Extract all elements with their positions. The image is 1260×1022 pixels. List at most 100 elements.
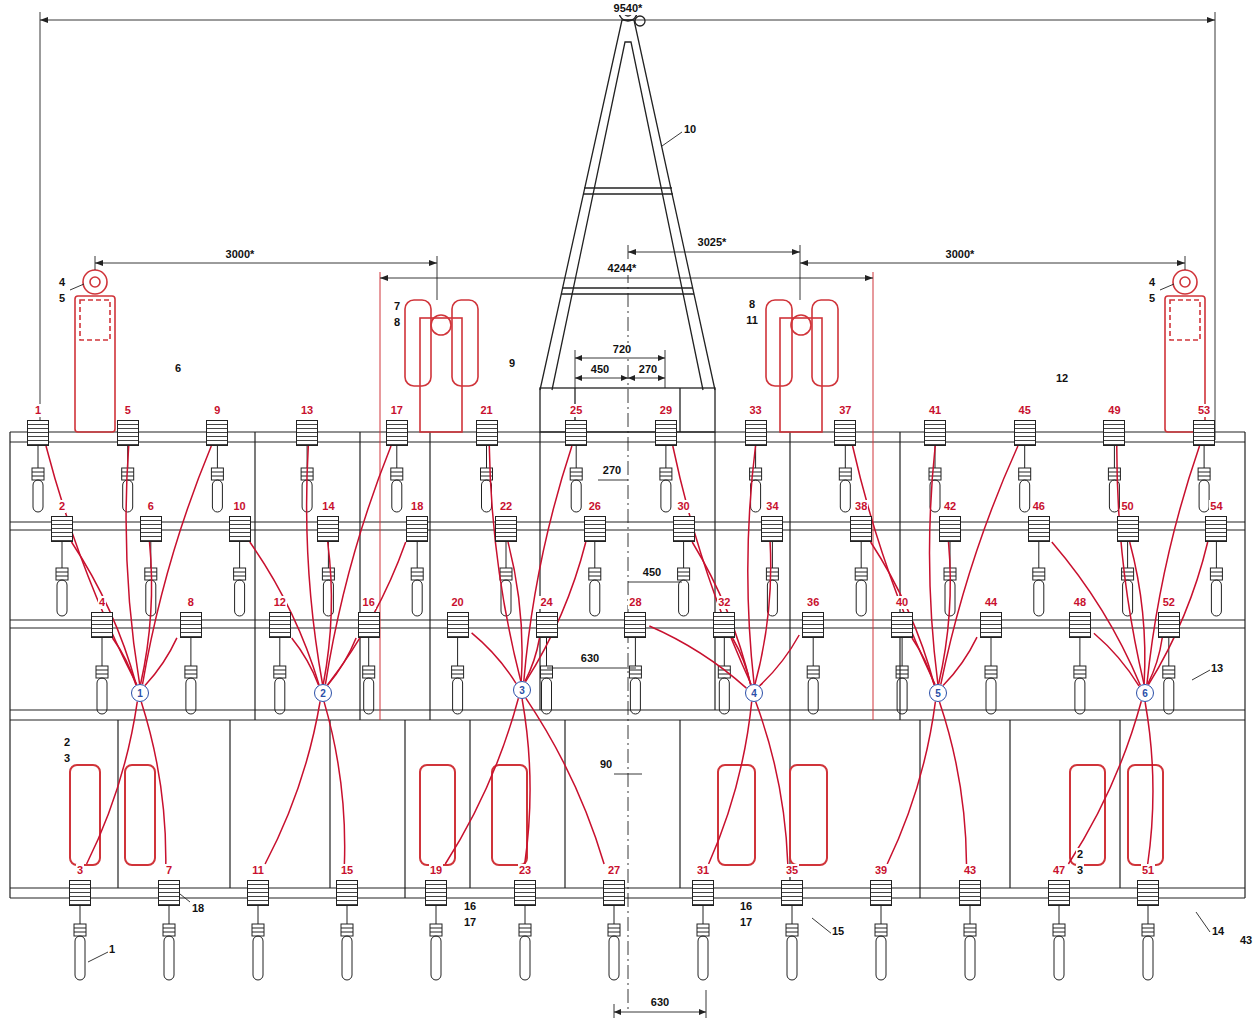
unit-number: 11 [251,864,265,877]
coulters-part [519,924,531,936]
dimension-arrows-part [614,1009,621,1015]
seed-hopper [565,420,587,446]
coulters-part [234,572,246,573]
seed-hopper [386,420,408,446]
unit-number: 12 [273,596,287,609]
coulters-part [164,936,174,980]
coulters-part [1038,542,1039,568]
seed-unit: 46 [1025,500,1053,542]
seed-hopper [834,420,856,446]
seed-unit: 23 [511,864,539,906]
coulters-part [1142,928,1154,929]
dimension-lines-part [665,350,666,388]
coulters-part [97,678,107,714]
dimension-arrows-part [792,249,800,255]
seed-unit: 42 [936,500,964,542]
seed-unit: 22 [492,500,520,542]
seed-unit: 29 [652,404,680,446]
hitch-part [561,293,694,294]
unit-number: 3 [76,864,84,877]
seed-unit: 31 [689,864,717,906]
seed-unit: 26 [581,500,609,542]
seed-hose [526,542,586,682]
seed-hopper [781,880,803,906]
callout-label: 4244* [607,262,638,275]
dimension-lines-part [614,1012,706,1013]
seed-unit: 12 [266,596,294,638]
coulters-part [697,932,709,933]
seed-hose [755,542,771,684]
unit-number: 9 [213,404,221,417]
coulters-part [876,936,886,980]
coulters-part [252,932,264,933]
coulters-part [839,468,851,480]
coulters-part [1019,476,1031,477]
seed-hopper [692,880,714,906]
callout-label: 16 [463,900,477,913]
coulters-part [452,674,464,675]
unit-number: 43 [963,864,977,877]
wheels-part [380,272,381,720]
unit-number: 35 [785,864,799,877]
coulters-part [33,480,43,512]
coulters-part [1210,576,1222,577]
coulters-part [363,666,375,678]
dimension-arrows-part [865,275,873,281]
dimension-lines-part [547,668,636,669]
callout-label: 450 [590,363,610,376]
seed-unit: 35 [778,864,806,906]
coulters-part [341,928,353,929]
unit-number: 34 [765,500,779,513]
coulters-part [1204,446,1205,468]
coulters-part [239,542,240,568]
seed-unit: 6 [137,500,165,542]
coulters-part [1148,906,1149,924]
coulters-part [212,480,222,512]
seed-hose [940,702,967,864]
coulters-part [697,924,709,936]
coulters-part [430,928,442,929]
coulters-part [56,576,68,577]
coulters-part [750,472,762,473]
coulters-part [1198,468,1210,480]
coulters-part [80,906,81,924]
dimension-arrows-part [699,1009,706,1015]
coulters-part [186,678,196,714]
seed-hose [327,542,405,685]
coulters-part [881,906,882,924]
coulters-part [902,638,903,666]
coulters-part [1019,472,1031,473]
coulters-part [347,906,348,924]
seed-hose [748,446,756,684]
seed-hose [1149,542,1208,685]
coulters-part [452,670,464,671]
coulters-part [897,678,907,714]
seed-unit: 1 [24,404,52,446]
callout-label: 2 [63,736,71,749]
seed-hose [141,702,166,864]
seed-hose [1117,446,1144,684]
coulters-part [62,542,63,568]
wheels-part [420,765,455,865]
seed-unit: 51 [1134,864,1162,906]
coulters-part [1211,580,1221,616]
dimension-arrows-part [628,249,636,255]
unit-number: 45 [1018,404,1032,417]
seed-hose [941,446,1018,684]
dimension-lines-part [614,774,642,775]
coulters-part [542,678,552,714]
wheels-part [812,300,838,386]
dimension-lines-part [40,12,41,430]
coulters-part [211,476,223,477]
seed-hopper [1103,420,1125,446]
seed-hopper [247,880,269,906]
frame-part [564,720,565,888]
coulters-part [1024,446,1025,468]
dimension-lines-part [598,480,628,481]
seed-hose [887,702,935,864]
seed-unit: 5 [114,404,142,446]
coulters-part [839,476,851,477]
coulters-part [629,670,641,671]
seed-hose [46,446,137,685]
